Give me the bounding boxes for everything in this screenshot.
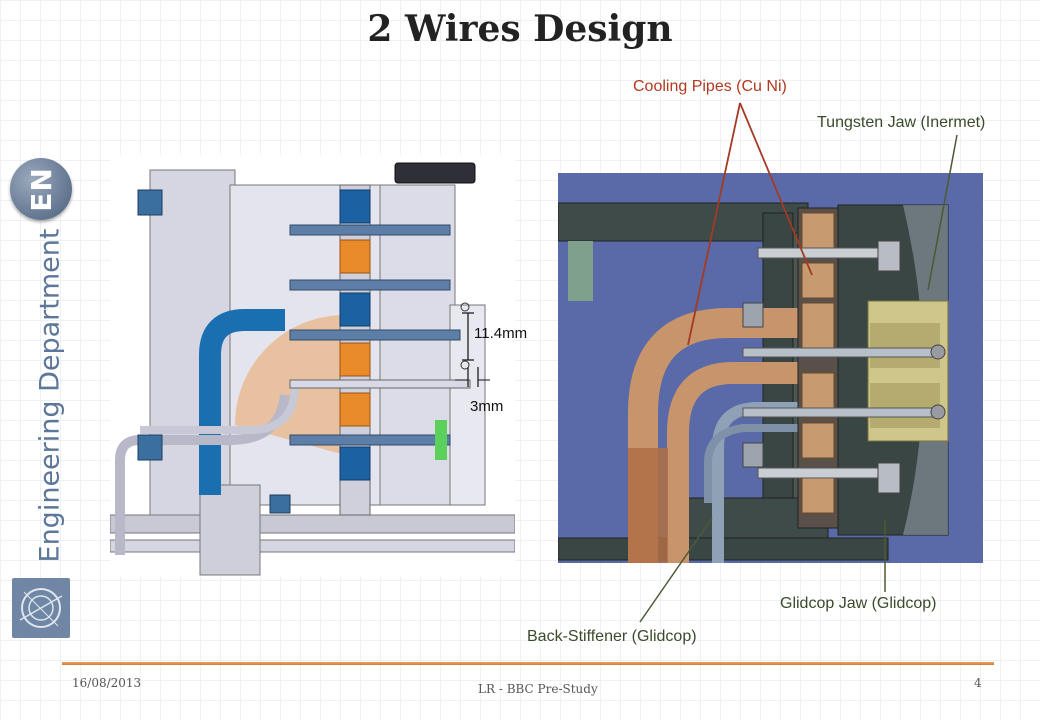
cad-section-view-figure [557,173,983,563]
label-tungsten-jaw: Tungsten Jaw (Inermet) [817,114,986,131]
label-cooling-pipes: Cooling Pipes (Cu Ni) [633,78,787,95]
cad-side-view-figure [109,155,516,577]
footer-date: 16/08/2013 [72,676,142,690]
label-back-stiffener: Back-Stiffener (Glidcop) [527,628,697,645]
footer-divider [62,662,994,665]
slide-title: 2 Wires Design [367,8,673,50]
footer-page-number: 4 [974,676,982,690]
department-label: Engineering Department [34,228,66,563]
label-glidcop-jaw: Glidcop Jaw (Glidcop) [780,595,937,612]
footer-title: LR - BBC Pre-Study [478,682,598,696]
dimension-11-4mm: 11.4mm [474,325,528,342]
en-badge-icon: EN [10,158,72,220]
dimension-3mm: 3mm [470,398,504,415]
cern-logo-icon [12,578,70,638]
